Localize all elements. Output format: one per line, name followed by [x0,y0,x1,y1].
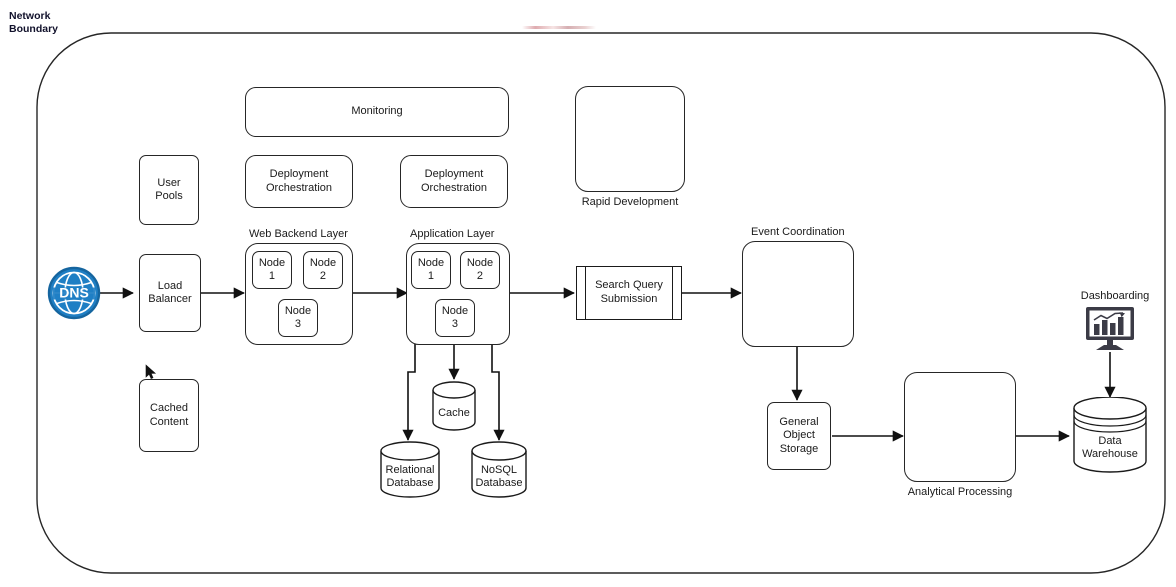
application-node-2[interactable]: Node 2 [460,251,500,289]
network-boundary-label-text: Network Boundary [9,10,59,36]
application-node-3-label: Node 3 [441,304,469,330]
network-boundary-label: Network Boundary [9,10,58,36]
dashboarding-node[interactable] [1082,306,1138,352]
dns-node[interactable]: DNS [46,265,102,321]
application-layer-label: Application Layer [410,228,495,240]
rapid-development-caption: Rapid Development [581,196,679,208]
deployment-orchestration-web-label: Deployment Orchestration [265,168,333,194]
cached-content-label: Cached Content [149,402,189,428]
event-coordination-label: Event Coordination [751,226,845,238]
nosql-database-node[interactable]: NoSQL Database [470,441,528,499]
nosql-database-cylinder-shape [471,441,527,498]
web-backend-node-3[interactable]: Node 3 [278,299,318,337]
web-backend-node-1[interactable]: Node 1 [252,251,292,289]
user-pools-node[interactable]: User Pools [139,155,199,225]
cache-label: Cache [438,407,470,419]
dns-label: DNS [59,285,89,301]
rapid-development-node[interactable] [575,86,685,192]
application-node-1[interactable]: Node 1 [411,251,451,289]
data-warehouse-node[interactable]: Data Warehouse [1072,396,1148,475]
application-node-1-label: Node 1 [417,256,445,282]
search-query-submission-label: Search Query Submission [595,279,663,305]
cache-node[interactable]: Cache [431,381,477,431]
web-backend-node-1-label: Node 1 [258,256,286,282]
deployment-orchestration-app-label: Deployment Orchestration [420,168,488,194]
application-node-2-label: Node 2 [466,256,494,282]
general-object-storage-label: General Object Storage [779,415,819,455]
deployment-orchestration-web-node[interactable]: Deployment Orchestration [245,155,353,208]
application-node-3[interactable]: Node 3 [435,299,475,337]
dashboarding-caption: Dashboarding [1080,290,1150,302]
cached-content-node[interactable]: Cached Content [139,379,199,452]
relational-database-label: Relational Database [385,464,435,490]
globe-dns-icon: DNS [47,266,101,320]
nosql-database-label: NoSQL Database [475,464,523,490]
search-query-submission-node[interactable]: Search Query Submission [576,266,682,320]
data-warehouse-label: Data Warehouse [1082,435,1138,461]
mouse-cursor-icon [145,364,157,385]
event-coordination-node[interactable] [742,241,854,347]
web-backend-layer-label: Web Backend Layer [249,228,348,240]
general-object-storage-node[interactable]: General Object Storage [767,402,831,470]
web-backend-node-2-label: Node 2 [309,256,337,282]
data-warehouse-cylinder-shape [1073,396,1147,473]
load-balancer-label: Load Balancer [148,279,192,305]
user-pools-label: User Pools [155,176,183,202]
analytical-processing-caption: Analytical Processing [907,486,1013,498]
relational-database-node[interactable]: Relational Database [379,441,441,499]
cache-cylinder-shape [432,381,476,431]
web-backend-node-3-label: Node 3 [284,304,312,330]
clipped-red-annotation [522,26,596,29]
monitoring-label: Monitoring [351,105,403,118]
load-balancer-node[interactable]: Load Balancer [139,254,201,332]
deployment-orchestration-app-node[interactable]: Deployment Orchestration [400,155,508,208]
relational-database-cylinder-shape [380,441,440,498]
monitoring-node[interactable]: Monitoring [245,87,509,137]
analytical-processing-node[interactable] [904,372,1016,482]
monitor-chart-icon [1086,307,1134,350]
web-backend-node-2[interactable]: Node 2 [303,251,343,289]
